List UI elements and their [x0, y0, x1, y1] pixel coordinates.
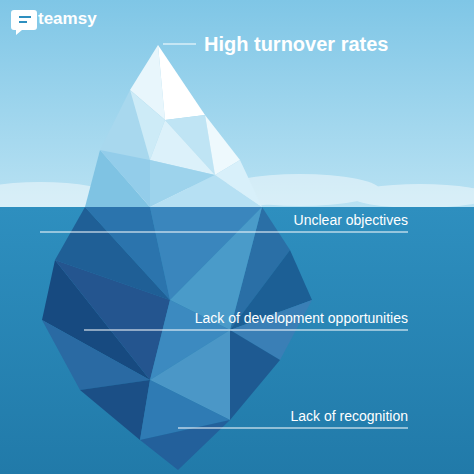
iceberg-underwater — [42, 207, 312, 470]
water — [0, 207, 474, 474]
leader-lines — [40, 44, 408, 428]
iceberg-top — [85, 45, 262, 207]
hidden-cause: Lack of development opportunities — [195, 310, 408, 326]
logo-bubble — [11, 10, 37, 35]
hidden-cause: Lack of recognition — [290, 408, 408, 424]
sky — [0, 0, 474, 207]
surface-heading: High turnover rates — [204, 33, 388, 56]
brand-logo-text: teamsy — [38, 9, 97, 29]
hidden-cause: Unclear objectives — [294, 212, 408, 228]
